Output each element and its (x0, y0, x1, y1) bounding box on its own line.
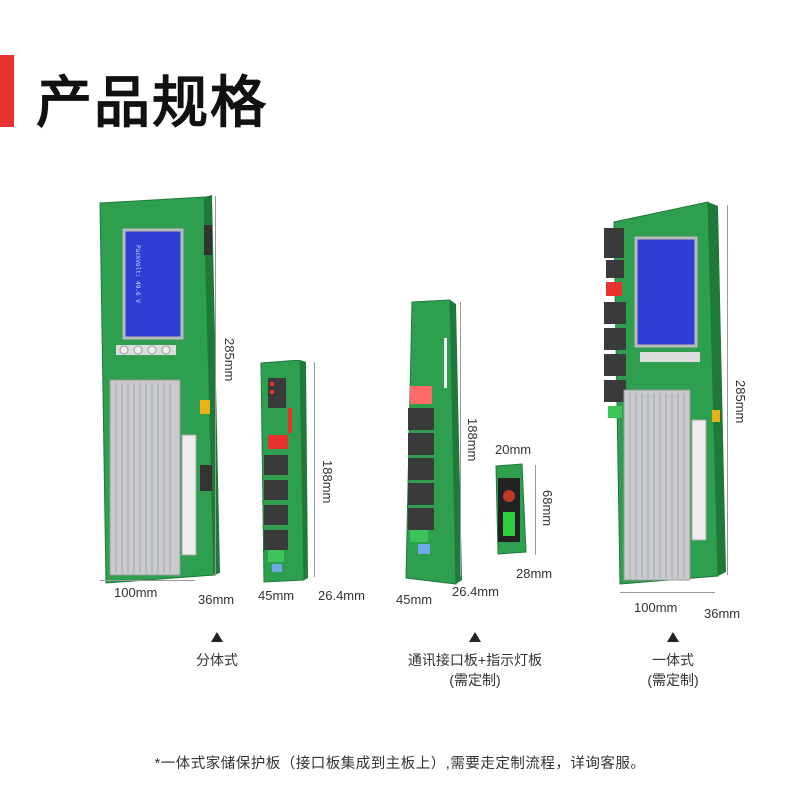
integrated-board-height: 285mm (733, 380, 748, 424)
width-dimension-line (100, 580, 195, 581)
split-comm-depth: 26.4mm (318, 588, 365, 603)
caption-arrow (667, 632, 679, 642)
height-dimension-line (314, 362, 315, 577)
height-dimension-line (460, 302, 461, 577)
split-main-depth: 36mm (198, 592, 235, 607)
indicator-board-width: 20mm (495, 442, 532, 457)
height-dimension-line (215, 196, 216, 576)
interface-board-width: 45mm (396, 592, 433, 607)
caption-interface: 通讯接口板+指示灯板 (需定制) (365, 650, 585, 690)
width-dimension-line (620, 592, 715, 593)
split-comm-board-image (260, 360, 308, 583)
caption-integrated-sublabel: (需定制) (647, 672, 699, 688)
indicator-board-image (495, 463, 527, 555)
integrated-board-depth: 36mm (704, 606, 741, 621)
caption-split-label: 分体式 (196, 652, 238, 668)
caption-arrow (211, 632, 223, 642)
split-main-height: 285mm (222, 338, 237, 382)
caption-integrated: 一体式 (需定制) (563, 650, 783, 690)
caption-arrow (469, 632, 481, 642)
interface-board-height: 188mm (465, 418, 480, 462)
interface-board-image (405, 299, 462, 585)
height-dimension-line (727, 205, 728, 575)
split-comm-width: 45mm (258, 588, 295, 603)
svg-text:PackVolt: 49.6 V: PackVolt: 49.6 V (134, 245, 141, 303)
interface-board-depth: 26.4mm (452, 584, 499, 599)
indicator-board-height: 68mm (540, 490, 555, 527)
height-dimension-line (535, 465, 536, 555)
integrated-board-image (604, 201, 726, 585)
integrated-board-width: 100mm (634, 600, 678, 615)
split-main-width: 100mm (114, 585, 158, 600)
caption-integrated-label: 一体式 (652, 652, 694, 668)
caption-split: 分体式 (107, 650, 327, 670)
footer-note: *一体式家储保护板（接口板集成到主板上）,需要走定制流程，详询客服。 (154, 756, 646, 772)
caption-interface-label: 通讯接口板+指示灯板 (407, 652, 543, 668)
page-title: 产品规格 (36, 71, 268, 134)
title-accent-bar (0, 55, 14, 127)
split-comm-height: 188mm (320, 460, 335, 504)
caption-interface-sublabel: (需定制) (449, 672, 501, 688)
indicator-board-depth: 28mm (516, 566, 553, 581)
split-main-board-image: PackVolt: 49.6 V (99, 195, 220, 584)
